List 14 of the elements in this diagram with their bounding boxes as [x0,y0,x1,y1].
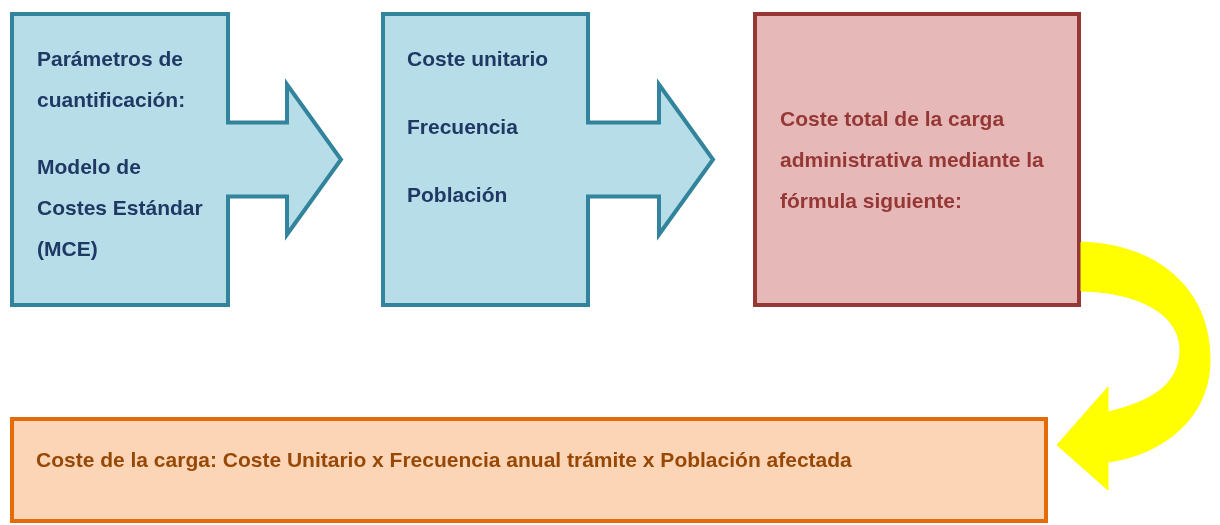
process-box [381,12,590,307]
box-text: Parámetros de cuantificación: [37,46,187,113]
box-text: Coste unitario [407,46,550,72]
box-text: Modelo de Costes Estándar (MCE) [37,154,204,262]
process-box [10,417,1048,523]
box-text: Frecuencia [407,114,519,140]
box-text: Coste de la carga: Coste Unitario x Frecuencia anual trámite x Población afectada [36,447,853,473]
box-text: Coste total de la carga administrativa mediante la fórmula siguiente: [780,106,1045,214]
block-arrow [224,78,344,241]
block-arrow [584,78,716,241]
process-box [10,12,230,307]
box-text: Población [407,182,509,208]
curved-block-arrow [1056,241,1211,491]
process-box [753,12,1081,307]
